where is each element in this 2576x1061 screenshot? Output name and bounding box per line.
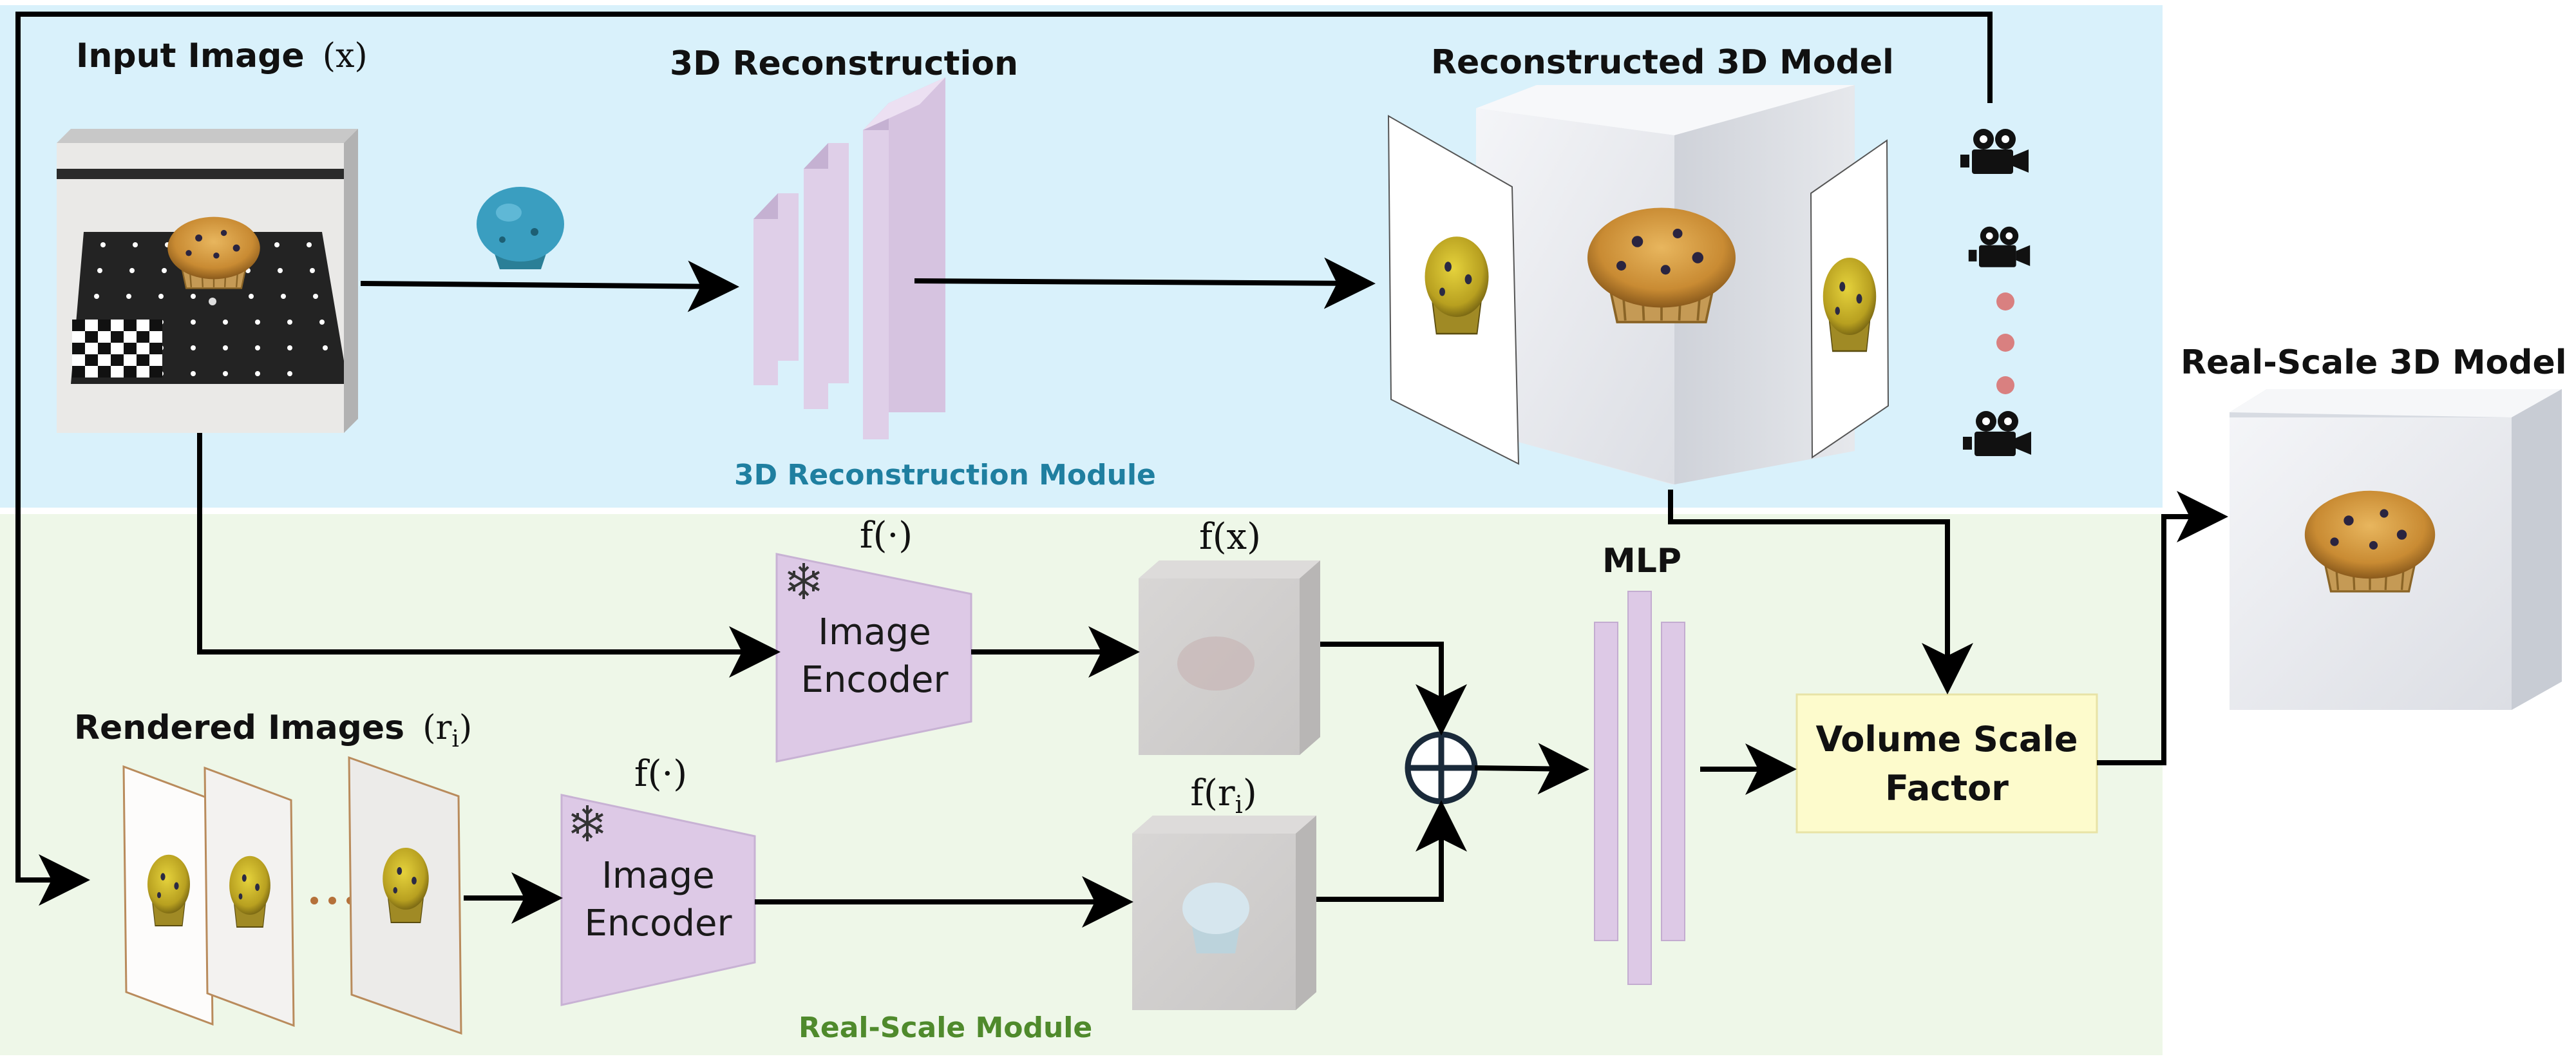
svg-text:Rendered Images (ri): Rendered Images (ri) (74, 709, 472, 752)
reconstruction-network (753, 77, 945, 439)
arrow-plus-to-mlp (1474, 743, 1589, 795)
encoder-bottom-line1: Image (601, 855, 714, 897)
encoder-top-line2: Encoder (801, 659, 949, 701)
reconstruction-title: 3D Reconstruction (670, 44, 1018, 83)
connectors (15, 12, 2228, 928)
reconstruction-module-label: 3D Reconstruction Module (734, 459, 1156, 492)
svg-text:f(ri): f(ri) (1190, 772, 1256, 819)
encoder-bottom-function: f(·) (634, 753, 687, 795)
recon-layer-3 (863, 130, 889, 439)
encoder-bottom-line2: Encoder (585, 903, 733, 944)
reconstructed-3d-model (1387, 85, 1889, 484)
arrow-input-to-recon (360, 260, 739, 312)
svg-text:Input Image (x): Input Image (x) (76, 37, 368, 75)
encoder-top-line1: Image (818, 611, 931, 653)
input-image-title: Input Image (76, 37, 305, 75)
rendered-images-sub: i (451, 726, 459, 752)
circled-plus-icon (1405, 731, 1478, 805)
vsf-line1: Volume Scale (1815, 719, 2078, 760)
arrow-vsf-to-output (2097, 491, 2228, 765)
rendered-images-title: Rendered Images (74, 709, 404, 747)
volume-scale-factor: Volume Scale Factor (1795, 693, 2098, 834)
ellipsis-dot (310, 897, 318, 904)
feature-cube-top (1139, 560, 1320, 755)
mlp-layer-2 (1627, 591, 1652, 985)
real-scale-3d-model (2230, 389, 2562, 710)
feature-bottom-prefix: f(r (1190, 772, 1235, 814)
arrow-input-to-encoder (197, 433, 781, 678)
camera-ellipsis-dot (1996, 376, 2014, 394)
rendered-images-stack (122, 756, 462, 1035)
arrow-fri-to-plus (1316, 800, 1467, 902)
image-encoder-top: Image Encoder (775, 553, 972, 763)
feature-bottom-sub: i (1235, 790, 1243, 819)
image-encoder-bottom: Image Encoder (560, 794, 756, 1006)
rendered-images-var: (r (422, 709, 451, 747)
camera-ellipsis-dot (1996, 292, 2014, 311)
feature-cube-bottom (1132, 816, 1316, 1010)
camera-ellipsis-dot (1996, 334, 2014, 352)
rendered-images-close: ) (459, 709, 472, 747)
real-scale-module-label: Real-Scale Module (799, 1011, 1092, 1044)
rendered-image (348, 756, 462, 1035)
arrow-recon-to-model (914, 257, 1376, 309)
encoder-top-function: f(·) (860, 515, 913, 557)
blue-muffin-pointcloud (477, 187, 564, 269)
arrow-render-loop (15, 12, 1993, 906)
feature-top-label: f(x) (1199, 516, 1261, 558)
arrow-fx-to-plus (1320, 642, 1467, 736)
rendered-image (122, 765, 214, 1026)
ellipsis-dot (328, 897, 336, 904)
recon-layer-1 (753, 219, 778, 385)
feature-bottom-suffix: ) (1243, 772, 1257, 814)
mlp-layers (1594, 591, 1685, 985)
arrow-model-to-vsf (1668, 490, 1973, 694)
projection-left (1387, 115, 1520, 465)
rendered-image (204, 766, 295, 1028)
mlp-title: MLP (1602, 542, 1681, 580)
mlp-layer-3 (1661, 622, 1685, 941)
input-image-var: (x) (323, 37, 368, 75)
real-scale-model-title: Real-Scale 3D Model (2181, 343, 2567, 382)
mlp-layer-1 (1594, 622, 1618, 941)
vsf-line2: Factor (1885, 768, 2009, 808)
input-image-photo (57, 129, 358, 433)
reconstructed-model-title: Reconstructed 3D Model (1431, 43, 1894, 82)
projection-right (1810, 139, 1889, 459)
recon-layer-2 (804, 169, 828, 409)
